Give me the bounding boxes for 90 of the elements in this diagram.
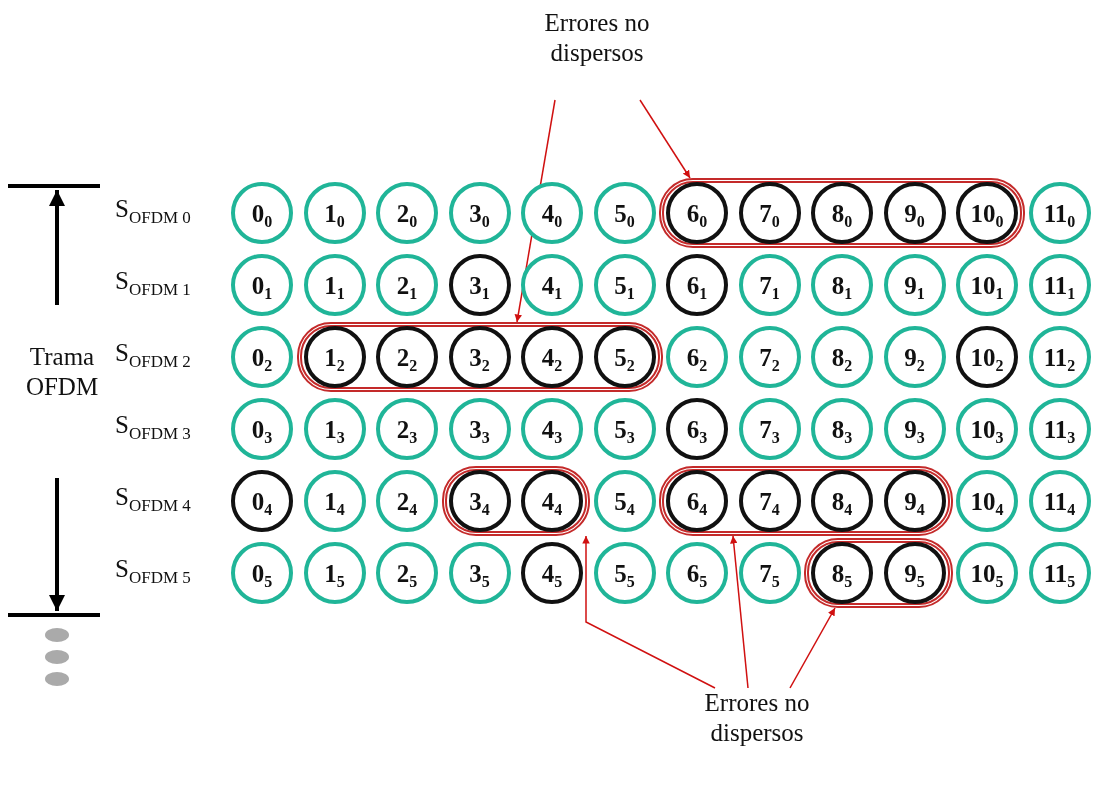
subcarrier-circle: 1$_{3}$ (303, 398, 366, 460)
error-subcarrier-circle: 3$_{2}$ (448, 326, 511, 388)
error-subcarrier-circle: 9$_{0}$ (883, 182, 946, 244)
subcarrier-circle: 11$_{4}$ (1028, 470, 1091, 532)
error-group-outline (659, 466, 953, 536)
leader-arrow (789, 607, 836, 689)
leader-arrow (639, 99, 691, 179)
subcarrier-circle: 0$_{1}$ (231, 254, 293, 316)
error-subcarrier-circle: 8$_{5}$ (811, 542, 873, 604)
row-label: S$_{OFDM 3}$ (115, 411, 191, 439)
subcarrier-circle: 6$_{5}$ (666, 542, 728, 604)
error-subcarrier-circle: 6$_{4}$ (666, 470, 728, 532)
subcarrier-circle: 9$_{2}$ (883, 326, 946, 388)
error-subcarrier-circle: 10$_{2}$ (956, 326, 1018, 388)
error-subcarrier-circle: 2$_{2}$ (376, 326, 438, 388)
subcarrier-circle: 7$_{2}$ (738, 326, 801, 388)
error-group-outline (296, 322, 663, 392)
annotation-text: Errores no dispersos (532, 8, 662, 100)
error-subcarrier-circle: 7$_{4}$ (738, 470, 801, 532)
subcarrier-circle: 6$_{2}$ (666, 326, 728, 388)
row-label: S$_{OFDM 2}$ (115, 339, 191, 367)
subcarrier-circle: 2$_{1}$ (376, 254, 438, 316)
subcarrier-circle: 11$_{3}$ (1028, 398, 1091, 460)
subcarrier-circle: 1$_{4}$ (303, 470, 366, 532)
subcarrier-circle: 3$_{0}$ (448, 182, 511, 244)
subcarrier-circle: 5$_{0}$ (593, 182, 656, 244)
subcarrier-circle: 4$_{3}$ (521, 398, 583, 460)
subcarrier-circle: 2$_{0}$ (376, 182, 438, 244)
subcarrier-circle: 11$_{2}$ (1028, 326, 1091, 388)
error-subcarrier-circle: 0$_{4}$ (231, 470, 293, 532)
error-subcarrier-circle: 1$_{2}$ (303, 326, 366, 388)
error-group-outline (441, 466, 590, 536)
subcarrier-circle: 7$_{1}$ (738, 254, 801, 316)
subcarrier-circle: 4$_{1}$ (521, 254, 583, 316)
error-subcarrier-circle: 9$_{4}$ (883, 470, 946, 532)
subcarrier-circle: 2$_{4}$ (376, 470, 438, 532)
subcarrier-circle: 10$_{3}$ (956, 398, 1018, 460)
error-subcarrier-circle: 8$_{4}$ (811, 470, 873, 532)
subcarrier-circle: 8$_{2}$ (811, 326, 873, 388)
error-subcarrier-circle: 3$_{4}$ (448, 470, 511, 532)
error-subcarrier-circle: 4$_{4}$ (521, 470, 583, 532)
leader-arrow (582, 535, 716, 689)
error-group-outline (804, 538, 953, 608)
annotation-text: Errores no dispersos (692, 688, 822, 780)
subcarrier-circle: 5$_{3}$ (593, 398, 656, 460)
subcarrier-circle: 11$_{1}$ (1028, 254, 1091, 316)
error-subcarrier-circle: 6$_{0}$ (666, 182, 728, 244)
error-group-outline (659, 178, 1025, 248)
subcarrier-circle: 9$_{1}$ (883, 254, 946, 316)
subcarrier-circle: 5$_{5}$ (593, 542, 656, 604)
subcarrier-circle: 1$_{5}$ (303, 542, 366, 604)
row-label: S$_{OFDM 1}$ (115, 267, 191, 295)
subcarrier-circle: 8$_{1}$ (811, 254, 873, 316)
subcarrier-circle: 10$_{4}$ (956, 470, 1018, 532)
subcarrier-circle: 8$_{3}$ (811, 398, 873, 460)
subcarrier-circle: 0$_{2}$ (231, 326, 293, 388)
subcarrier-circle: 11$_{5}$ (1028, 542, 1091, 604)
error-subcarrier-circle: 8$_{0}$ (811, 182, 873, 244)
error-subcarrier-circle: 4$_{2}$ (521, 326, 583, 388)
subcarrier-circle: 10$_{5}$ (956, 542, 1018, 604)
subcarrier-circle: 0$_{0}$ (231, 182, 293, 244)
subcarrier-circle: 9$_{3}$ (883, 398, 946, 460)
subcarrier-circle: 3$_{3}$ (448, 398, 511, 460)
error-subcarrier-circle: 3$_{1}$ (448, 254, 511, 316)
row-label: S$_{OFDM 0}$ (115, 195, 191, 223)
row-label: S$_{OFDM 4}$ (115, 483, 191, 511)
subcarrier-circle: 5$_{4}$ (593, 470, 656, 532)
error-subcarrier-circle: 6$_{3}$ (666, 398, 728, 460)
subcarrier-circle: 0$_{5}$ (231, 542, 293, 604)
error-subcarrier-circle: 9$_{5}$ (883, 542, 946, 604)
subcarrier-circle: 1$_{0}$ (303, 182, 366, 244)
subcarrier-circle: 10$_{1}$ (956, 254, 1018, 316)
error-subcarrier-circle: 7$_{0}$ (738, 182, 801, 244)
error-subcarrier-circle: 6$_{1}$ (666, 254, 728, 316)
subcarrier-circle: 0$_{3}$ (231, 398, 293, 460)
subcarrier-circle: 7$_{5}$ (738, 542, 801, 604)
leader-arrow (730, 535, 749, 689)
row-label: S$_{OFDM 5}$ (115, 555, 191, 583)
subcarrier-circle: 7$_{3}$ (738, 398, 801, 460)
error-subcarrier-circle: 10$_{0}$ (956, 182, 1018, 244)
subcarrier-circle: 2$_{5}$ (376, 542, 438, 604)
subcarrier-circle: 11$_{0}$ (1028, 182, 1091, 244)
subcarrier-circle: 2$_{3}$ (376, 398, 438, 460)
error-subcarrier-circle: 5$_{2}$ (593, 326, 656, 388)
subcarrier-circle: 4$_{0}$ (521, 182, 583, 244)
subcarrier-circle: 5$_{1}$ (593, 254, 656, 316)
subcarrier-circle: 3$_{5}$ (448, 542, 511, 604)
subcarrier-circle: 1$_{1}$ (303, 254, 366, 316)
frame-label: Trama OFDM (24, 342, 100, 402)
error-subcarrier-circle: 4$_{5}$ (521, 542, 583, 604)
